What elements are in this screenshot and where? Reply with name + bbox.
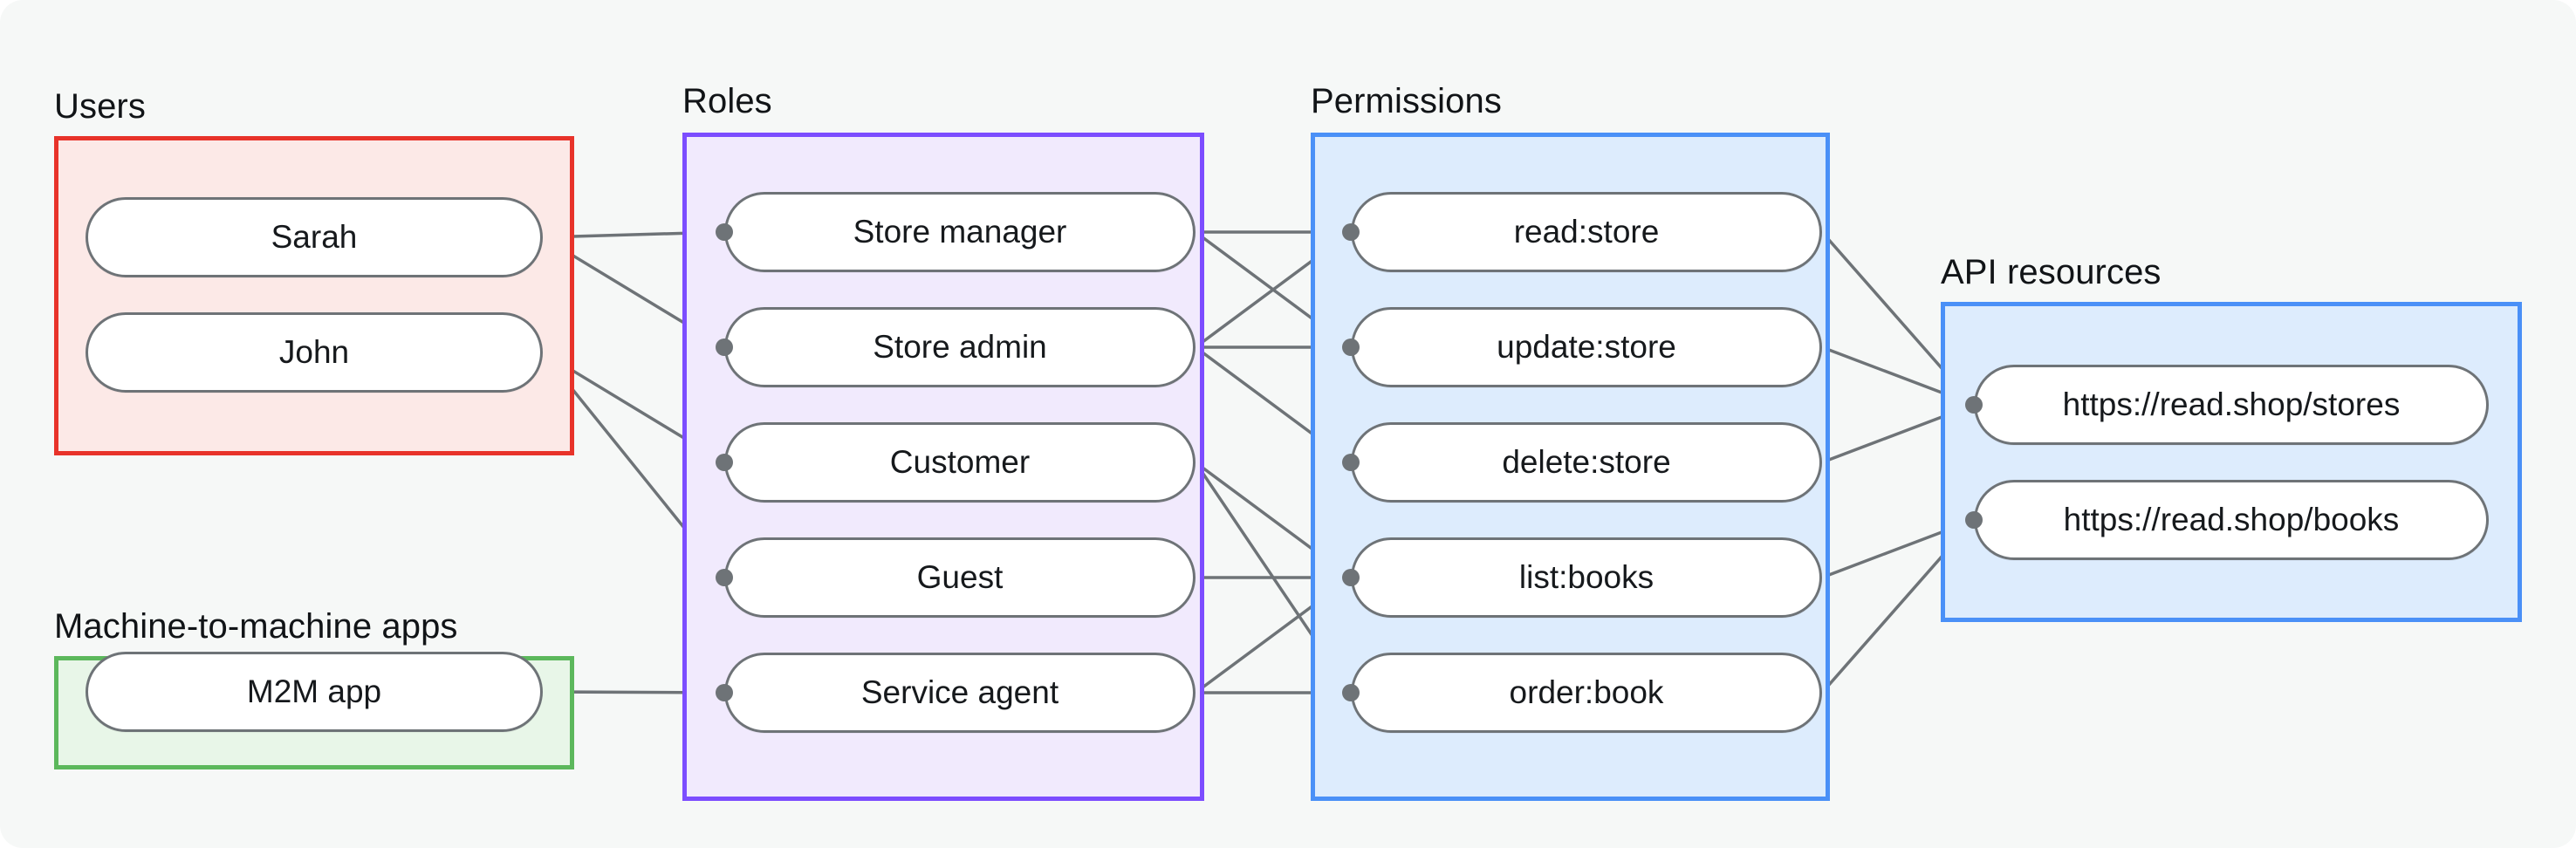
node-label: list:books bbox=[1518, 559, 1655, 595]
node-customer[interactable]: Customer bbox=[724, 422, 1196, 503]
group-box-api-resources bbox=[1941, 302, 2522, 622]
node-update-store[interactable]: update:store bbox=[1351, 307, 1822, 387]
group-box-users bbox=[54, 136, 574, 455]
edge-endpoint-dot-store-admin bbox=[716, 339, 733, 356]
node-label: Customer bbox=[889, 444, 1031, 480]
node-order-book[interactable]: order:book bbox=[1351, 653, 1822, 733]
node-label: Store admin bbox=[873, 329, 1047, 365]
edge-endpoint-dot-order-book bbox=[1342, 684, 1360, 701]
node-label: John bbox=[278, 334, 350, 370]
node-label: read:store bbox=[1513, 214, 1660, 250]
node-read-store[interactable]: read:store bbox=[1351, 192, 1822, 272]
node-res-books[interactable]: https://read.shop/books bbox=[1974, 480, 2489, 560]
node-delete-store[interactable]: delete:store bbox=[1351, 422, 1822, 503]
edge-endpoint-dot-service-agent bbox=[716, 684, 733, 701]
node-store-admin[interactable]: Store admin bbox=[724, 307, 1196, 387]
edge-endpoint-dot-store-manager bbox=[716, 223, 733, 241]
group-label-api-resources: API resources bbox=[1941, 253, 2162, 291]
group-label-roles: Roles bbox=[682, 82, 772, 120]
edge-endpoint-dot-list-books bbox=[1342, 569, 1360, 586]
node-list-books[interactable]: list:books bbox=[1351, 537, 1822, 618]
edge-endpoint-dot-guest bbox=[716, 569, 733, 586]
node-label: M2M app bbox=[246, 674, 382, 709]
group-label-users: Users bbox=[54, 87, 146, 126]
node-label: Sarah bbox=[271, 219, 358, 255]
node-sarah[interactable]: Sarah bbox=[86, 197, 543, 277]
edge-endpoint-dot-customer bbox=[716, 454, 733, 471]
node-john[interactable]: John bbox=[86, 312, 543, 393]
node-guest[interactable]: Guest bbox=[724, 537, 1196, 618]
node-label: https://read.shop/books bbox=[2063, 502, 2400, 537]
node-label: Service agent bbox=[860, 674, 1059, 710]
edge-endpoint-dot-update-store bbox=[1342, 339, 1360, 356]
node-label: Store manager bbox=[853, 214, 1067, 250]
edge-endpoint-dot-delete-store bbox=[1342, 454, 1360, 471]
node-service-agent[interactable]: Service agent bbox=[724, 653, 1196, 733]
node-label: update:store bbox=[1497, 329, 1676, 365]
node-m2m-app[interactable]: M2M app bbox=[86, 652, 543, 732]
group-label-permissions: Permissions bbox=[1311, 82, 1502, 120]
edge-endpoint-dot-read-store bbox=[1342, 223, 1360, 241]
edge-endpoint-dot-res-stores bbox=[1965, 396, 1983, 414]
node-store-manager[interactable]: Store manager bbox=[724, 192, 1196, 272]
edge-endpoint-dot-res-books bbox=[1965, 511, 1983, 529]
group-label-m2m: Machine-to-machine apps bbox=[54, 607, 458, 646]
node-label: order:book bbox=[1509, 674, 1664, 710]
node-label: delete:store bbox=[1502, 444, 1671, 480]
node-res-stores[interactable]: https://read.shop/stores bbox=[1974, 365, 2489, 445]
node-label: Guest bbox=[916, 559, 1004, 595]
node-label: https://read.shop/stores bbox=[2062, 386, 2401, 422]
